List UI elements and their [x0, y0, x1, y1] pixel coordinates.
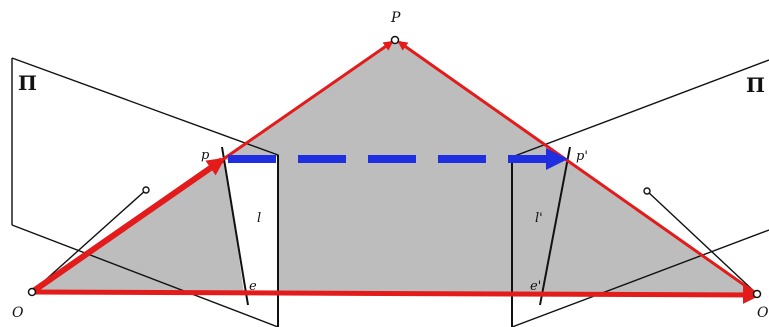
ray-O-to-p: [30, 157, 226, 295]
point-P: [390, 35, 400, 45]
epipolar-line-l-prime: [539, 146, 571, 306]
baseline-O-to-O-prime: [31, 285, 761, 304]
ray-O-prime-to-P: [397, 40, 758, 296]
label-p: p: [201, 148, 210, 163]
label-p-prime: p': [576, 149, 588, 164]
ray-O-to-P: [221, 40, 394, 162]
label-pi-left: Π: [18, 71, 37, 95]
label-pi-right: Π: [746, 73, 765, 97]
epipolar-line-l: [221, 146, 249, 306]
left-camera-axis: [31, 189, 147, 293]
label-O-prime: O': [757, 305, 769, 321]
label-e-prime: e': [530, 279, 541, 294]
right-camera-axis: [646, 190, 758, 295]
label-O: O: [12, 305, 24, 321]
label-l-prime: l': [535, 211, 543, 226]
camera-center-O: [27, 287, 37, 297]
label-l: l: [257, 211, 261, 226]
epipolar-plane: [32, 40, 757, 294]
label-P: P: [390, 10, 401, 26]
left-image-plane: [11, 57, 279, 327]
camera-center-O-prime: [752, 289, 762, 299]
right-axis-point: [643, 187, 651, 195]
left-axis-point: [142, 186, 150, 194]
label-e: e: [249, 279, 257, 294]
